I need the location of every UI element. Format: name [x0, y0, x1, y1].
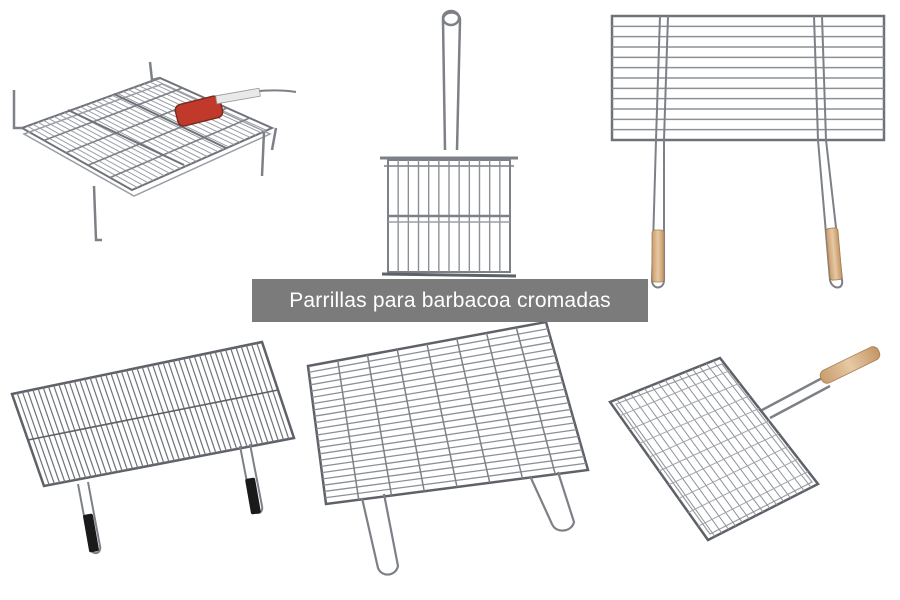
grill-wire	[629, 382, 740, 431]
grill-wire	[85, 104, 197, 162]
product-fish-basket-with-wood-handle	[608, 346, 881, 542]
grill-wire	[58, 114, 170, 174]
grill-wire	[396, 349, 425, 492]
grill-wire	[37, 121, 149, 184]
grill-wire	[106, 96, 219, 153]
product-rack-with-black-handles	[10, 340, 296, 554]
grill-wire	[48, 117, 160, 179]
grill-wire	[101, 98, 213, 155]
grill-wire	[96, 100, 208, 158]
grill-wire	[619, 370, 730, 417]
product-basket-grill-vertical	[380, 9, 518, 278]
grill-wire	[109, 117, 250, 179]
product-rack-with-loop-handles	[306, 320, 590, 576]
grill-wire	[64, 112, 176, 172]
grill-wire	[32, 123, 144, 186]
grill-wire	[366, 354, 393, 496]
grill-wire	[117, 92, 230, 148]
grill-wire	[53, 116, 165, 177]
grill-wire	[658, 420, 770, 472]
grill-wire	[515, 327, 556, 475]
grill-wire	[485, 332, 524, 479]
grill-wire	[43, 87, 183, 142]
grill-wire	[648, 407, 760, 458]
product-double-grill-with-legs	[12, 61, 297, 242]
grill-wire	[668, 433, 780, 486]
grill-wire	[337, 360, 360, 500]
grill-wire	[697, 470, 809, 527]
caption-banner: Parrillas para barbacoa cromadas	[252, 279, 648, 322]
grill-wire	[688, 458, 799, 513]
grill-wire	[27, 125, 138, 189]
product-rack-with-wood-handles	[610, 14, 886, 289]
grill-wire	[112, 94, 224, 150]
grill-wire	[456, 338, 491, 483]
grill-wire	[80, 106, 192, 165]
grill-wire	[90, 102, 203, 160]
grill-wire	[42, 119, 154, 181]
grill-wire	[426, 343, 458, 488]
grill-wire	[27, 389, 279, 441]
grill-wire	[678, 445, 789, 500]
grill-wire	[639, 395, 750, 444]
